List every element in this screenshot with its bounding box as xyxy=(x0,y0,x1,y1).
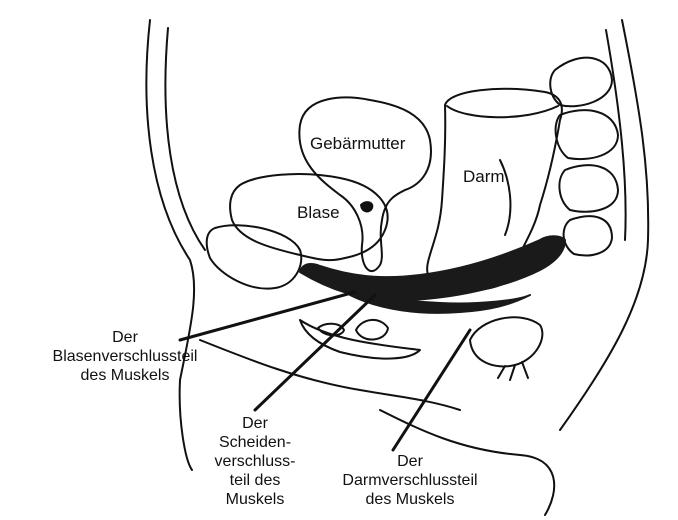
colon-opening xyxy=(447,106,558,117)
callout-vaginal-sphincter: Der Scheiden- verschluss- teil des Muske… xyxy=(200,414,310,509)
colon-label: Darm xyxy=(463,167,505,186)
callout-vaginal-sphincter-line-3: verschluss- xyxy=(200,452,310,471)
callout-bladder-sphincter-line-3: des Muskels xyxy=(40,366,210,385)
callout-anal-sphincter: Der Darmverschlussteil des Muskels xyxy=(320,452,500,509)
anus xyxy=(470,317,542,366)
perineum-outline xyxy=(200,340,460,410)
callout-vaginal-sphincter-line-2: Scheiden- xyxy=(200,433,310,452)
callout-bladder-sphincter: Der Blasenverschlussteil des Muskels xyxy=(40,328,210,385)
thigh-outline xyxy=(180,380,192,470)
bladder-label: Blase xyxy=(297,203,340,222)
leader-vaginal-sphincter xyxy=(255,295,375,410)
callout-bladder-sphincter-line-1: Der xyxy=(40,328,210,347)
back-outline xyxy=(560,20,648,430)
vertebra-3 xyxy=(559,165,618,212)
callout-anal-sphincter-line-3: des Muskels xyxy=(320,490,500,509)
ureter-opening xyxy=(361,202,372,211)
vertebra-2 xyxy=(556,110,618,159)
callout-anal-sphincter-line-1: Der xyxy=(320,452,500,471)
uterus xyxy=(299,98,431,272)
vertebra-4 xyxy=(564,216,612,255)
callout-vaginal-sphincter-line-1: Der xyxy=(200,414,310,433)
pubic-bone xyxy=(207,225,302,288)
callout-bladder-sphincter-line-2: Blasenverschlussteil xyxy=(40,347,210,366)
back-outline-inner xyxy=(606,30,626,240)
uterus-label: Gebärmutter xyxy=(310,134,405,153)
body-outline-left-inner xyxy=(165,28,205,250)
callout-vaginal-sphincter-line-4: teil des xyxy=(200,471,310,490)
callout-anal-sphincter-line-2: Darmverschlussteil xyxy=(320,471,500,490)
vagina-opening xyxy=(356,320,388,340)
callout-vaginal-sphincter-line-5: Muskels xyxy=(200,490,310,509)
body-outline-left xyxy=(146,20,194,380)
